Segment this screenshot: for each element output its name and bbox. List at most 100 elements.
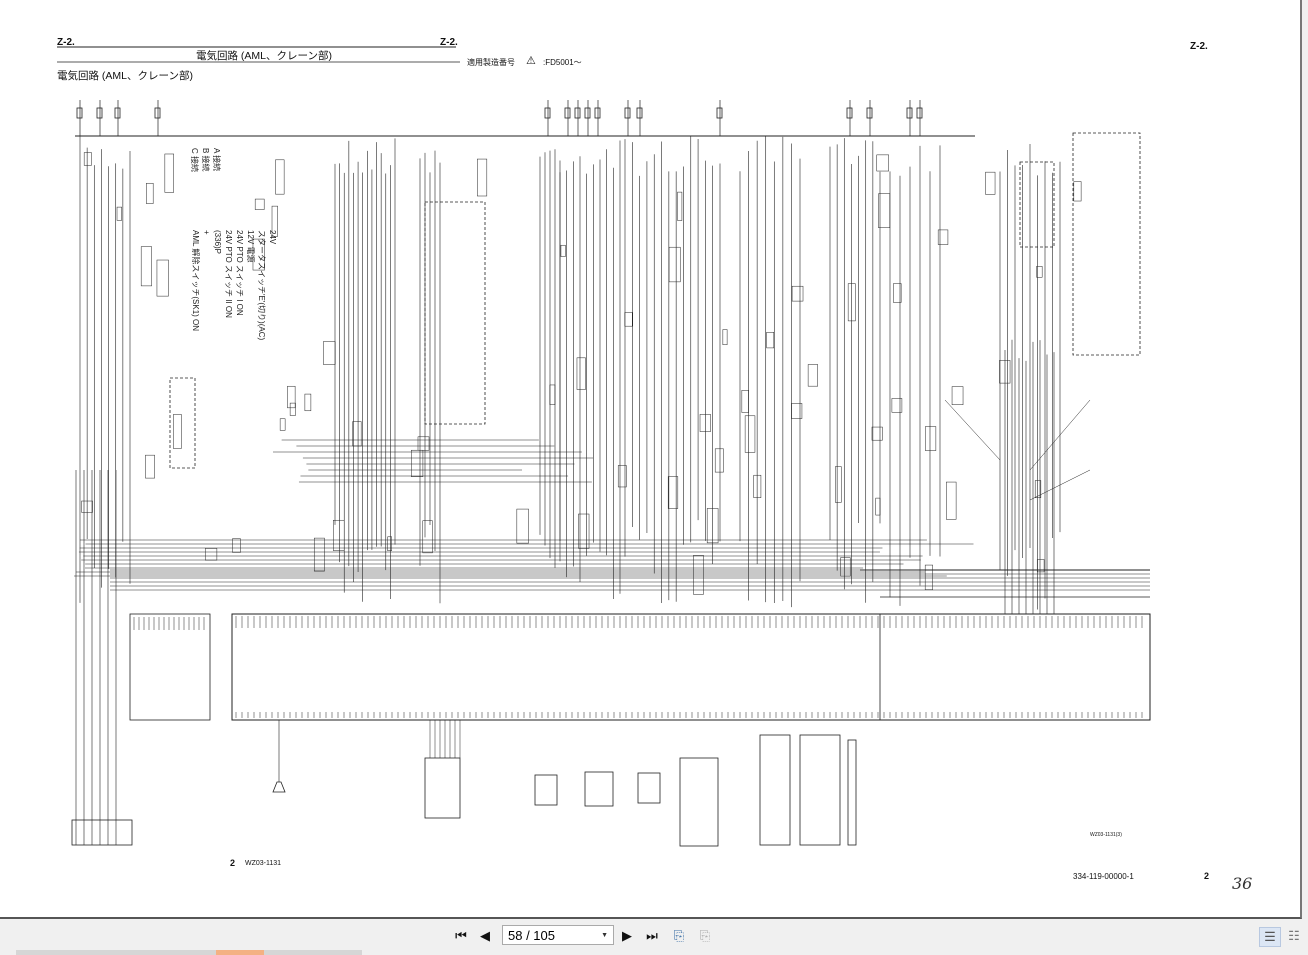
- component-label: [847, 283, 856, 322]
- component-label: [985, 171, 996, 195]
- component-label: [744, 415, 756, 453]
- component-label: [417, 436, 430, 451]
- component-label: [668, 246, 681, 283]
- component-label: [560, 244, 566, 257]
- document-page: Z-2. Z-2. Z-2. 電気回路 (AML、クレーン部) 電気回路 (AM…: [0, 0, 1302, 919]
- terminal-marker: [96, 107, 103, 119]
- component-label: [714, 448, 724, 473]
- component-label: [323, 341, 336, 365]
- component-label: [304, 393, 312, 412]
- terminal-marker: [154, 107, 161, 119]
- component-label: [83, 152, 92, 166]
- previous-page-icon: ◀: [480, 928, 490, 943]
- component-label: [156, 259, 169, 297]
- component-label: [699, 414, 711, 432]
- section-title: 電気回路 (AML、クレーン部): [57, 70, 193, 82]
- component-label: [835, 466, 842, 503]
- legend-connector-b: B 接続: [201, 148, 210, 172]
- component-label: [893, 283, 902, 303]
- component-label: [477, 158, 488, 197]
- component-label: [252, 238, 265, 271]
- scrollbar-thumb[interactable]: [216, 950, 264, 955]
- component-label: [924, 564, 933, 590]
- switch-diagram: [637, 772, 661, 804]
- legend-line-2: 12V 電源: [246, 230, 255, 263]
- legend-line-5: (336)P: [213, 230, 222, 255]
- page-indicator: 58 / 105: [508, 927, 555, 943]
- component-label: [204, 548, 218, 561]
- component-label: [516, 508, 529, 544]
- component-label: [333, 519, 345, 551]
- component-label: [677, 191, 683, 221]
- header-title: 電気回路 (AML、クレーン部): [196, 50, 332, 62]
- component-label: [706, 508, 719, 544]
- terminal-marker: [574, 107, 581, 119]
- terminal-marker: [636, 107, 643, 119]
- last-page-button[interactable]: ⏭: [644, 927, 660, 945]
- warning-triangle-icon: ⚠: [526, 55, 536, 67]
- component-label: [878, 193, 891, 228]
- previous-page-button[interactable]: ◀: [478, 927, 492, 945]
- component-label: [617, 465, 627, 488]
- component-label: [173, 414, 182, 449]
- component-label: [387, 536, 392, 551]
- legend-line-0: 24V: [268, 230, 277, 245]
- footer-page-right: 2: [1204, 871, 1210, 881]
- legend-line-1: スタータスイッチ'E'(切り)(AC): [257, 230, 266, 341]
- terminal-marker: [916, 107, 923, 119]
- component-label: [275, 159, 285, 195]
- single-page-view-button[interactable]: ☰: [1259, 927, 1281, 947]
- component-label: [840, 557, 851, 577]
- switch-diagram: [534, 774, 558, 806]
- rotate-page-button[interactable]: ⎘: [670, 927, 688, 945]
- first-page-button[interactable]: ⏮: [453, 927, 469, 945]
- component-label: [925, 426, 937, 451]
- component-label: [289, 402, 296, 416]
- next-page-button[interactable]: ▶: [620, 927, 634, 945]
- component-label: [1036, 559, 1045, 573]
- chevron-down-icon: ▼: [601, 931, 608, 939]
- handwritten-note: 36: [1232, 874, 1253, 893]
- optional-module-box: [424, 201, 486, 425]
- component-label: [549, 384, 556, 405]
- legend-line-4: 24V PTO スイッチ II ON: [224, 230, 233, 318]
- leader-line: [1029, 399, 1091, 471]
- component-label: [1036, 266, 1043, 278]
- component-label: [279, 418, 286, 431]
- last-page-icon: ⏭: [646, 928, 658, 943]
- page-number-select[interactable]: 58 / 105 ▼: [502, 925, 614, 945]
- relay-block: [129, 613, 211, 721]
- component-label: [313, 537, 325, 572]
- terminal-marker: [564, 107, 571, 119]
- rotate-page-back-button[interactable]: ⎘: [696, 927, 714, 945]
- optional-module-box: [1019, 161, 1055, 248]
- parts-table: [679, 757, 719, 847]
- component-label: [791, 403, 803, 419]
- component-label: [624, 312, 634, 327]
- buzzer-symbol: [272, 781, 286, 793]
- parts-table: [759, 734, 791, 846]
- component-label: [422, 520, 433, 554]
- continuous-view-icon: ☷: [1288, 928, 1300, 943]
- component-label: [81, 500, 93, 513]
- footer-drawing-left: WZ03-1131: [245, 860, 282, 867]
- component-label: [1034, 480, 1042, 498]
- component-label: [807, 364, 818, 387]
- component-label: [411, 449, 424, 477]
- header-code-right: Z-2.: [1190, 41, 1208, 52]
- terminal-marker: [544, 107, 551, 119]
- component-label: [891, 398, 903, 413]
- component-label: [146, 182, 154, 204]
- controller-connector-block: [231, 613, 1151, 721]
- component-label: [287, 385, 296, 409]
- leader-line: [944, 399, 1001, 461]
- single-page-view-icon: ☰: [1264, 929, 1276, 944]
- continuous-view-button[interactable]: ☷: [1286, 927, 1302, 945]
- rotate-page-icon: ⎘: [673, 928, 685, 943]
- horizontal-scrollbar[interactable]: [16, 950, 362, 955]
- legend-line-3: 24V PTO スイッチ I ON: [235, 230, 244, 316]
- rotate-page-back-icon: ⎘: [699, 928, 711, 943]
- serial-value: :FD5001～: [543, 58, 582, 67]
- terminal-marker: [584, 107, 591, 119]
- next-page-icon: ▶: [622, 928, 632, 943]
